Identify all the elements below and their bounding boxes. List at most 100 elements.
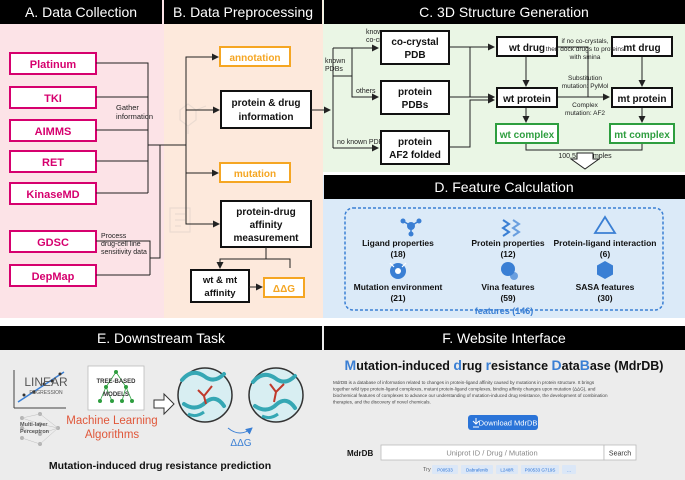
example-chip-0[interactable]: P00533 — [432, 465, 458, 474]
gather-note-line2: information — [116, 112, 153, 121]
wt-complex-label: wt complex — [499, 130, 555, 141]
example-chip-2[interactable]: L248R — [496, 465, 518, 474]
example-chip-4[interactable]: ... — [562, 465, 576, 474]
panel-e-title: E. Downstream Task — [97, 330, 226, 346]
search-input[interactable]: Uniprot ID / Drug / Mutation — [380, 444, 605, 461]
panel-e-header — [0, 326, 322, 350]
site-title-part-9: ase (MdrDB) — [590, 359, 664, 373]
panel-c-header — [324, 0, 685, 24]
panel-b-title: B. Data Preprocessing — [173, 4, 313, 20]
label-known-cocrystal-1: known — [366, 29, 386, 36]
wt-protein-label: wt protein — [502, 94, 551, 105]
panel-a-connectors — [96, 62, 178, 276]
example-chip-label-0: P00533 — [437, 468, 453, 473]
feature-protein-ligand-interaction-count: (6) — [600, 249, 611, 259]
arrow-to-wtmt — [216, 247, 267, 269]
example-chip-label-2: L248R — [500, 468, 514, 473]
feature-mutation-environment: Mutation environment — [354, 282, 443, 292]
label-others: others — [356, 88, 376, 95]
panel-c-title: C. 3D Structure Generation — [419, 4, 589, 20]
example-chip-label-3: P00533 G719S — [525, 468, 556, 473]
site-description-line2: together wild type protein-ligand comple… — [333, 387, 596, 392]
feature-protein-ligand-interaction: Protein-ligand interaction — [554, 238, 657, 248]
protein-icon — [501, 219, 521, 237]
source-list: Platinum TKI AIMMS RET KinaseMD GDSC Dep… — [9, 52, 97, 287]
mt-protein-box — [611, 87, 673, 108]
cocrystal-line2: PDB — [404, 50, 425, 61]
search-button[interactable]: Search — [603, 444, 637, 461]
process-note-line1: Process — [101, 233, 127, 240]
source-label-ret: RET — [42, 157, 64, 169]
mutation-icon — [389, 262, 407, 279]
panel-d-header — [324, 175, 685, 199]
process-note-line2: drug-cell line — [101, 241, 141, 248]
cocrystal-pdb-box — [380, 30, 450, 65]
panel-c-background — [323, 0, 685, 172]
download-label: Download MdrDB — [479, 419, 538, 428]
tree-models-illustration — [87, 365, 145, 411]
feature-sasa: SASA features — [576, 282, 635, 292]
wt-drug-label: wt drug — [508, 43, 545, 54]
panel-f-title: F. Website Interface — [442, 330, 566, 346]
linear-label: LINEAR — [24, 375, 68, 389]
example-chip-label-4: ... — [567, 468, 571, 473]
dock-branch — [557, 46, 589, 97]
mutation-label: mutation — [234, 169, 276, 180]
process-bracket — [96, 240, 151, 276]
ml-label-line2: Algorithms — [85, 429, 140, 441]
protein-af2-line1: protein — [398, 137, 432, 148]
panel-c-connectors — [332, 43, 646, 152]
vina-icon — [501, 262, 518, 280]
annotation-box — [219, 46, 291, 67]
site-description: MdrDB is a database of information relat… — [333, 380, 608, 405]
triangle-icon — [593, 215, 617, 234]
source-label-depmap: DepMap — [32, 271, 75, 283]
protein-pdbs-line1: protein — [398, 87, 432, 98]
protein-af2-line2: AF2 folded — [389, 150, 441, 161]
ddg-box — [263, 277, 305, 298]
dock-note-line2: then dock drugs to proteins — [546, 46, 625, 53]
protein-drug-info-box — [220, 90, 312, 129]
cocrystal-line1: co-crystal — [391, 37, 438, 48]
feature-sasa-count: (30) — [597, 293, 612, 303]
ddg-label: ΔΔG — [273, 284, 295, 295]
mlp-label-2: Perceptron — [20, 429, 50, 435]
site-title-part-2: d — [453, 357, 462, 373]
example-chip-3[interactable]: P00533 G719S — [521, 465, 559, 474]
try-label: Try — [423, 467, 431, 473]
example-chip-1[interactable]: Dabrafenib — [461, 465, 493, 474]
down-arrow-to-features — [569, 152, 601, 170]
site-description-line1: MdrDB is a database of information relat… — [333, 380, 595, 385]
site-title-part-6: D — [552, 357, 562, 373]
source-label-kinasemd: KinaseMD — [26, 189, 79, 201]
source-label-aimms: AIMMS — [35, 126, 72, 138]
feature-vina: Vina features — [481, 282, 535, 292]
arrow-to-affinity — [185, 173, 220, 228]
complex-note-line1: Complex — [572, 102, 598, 109]
panel-b-header — [164, 0, 322, 24]
site-title-part-7: ata — [562, 359, 581, 373]
arrow-to-protein-pdbs — [333, 75, 379, 101]
site-title-part-3: rug — [462, 359, 486, 373]
feature-protein-properties-count: (12) — [500, 249, 515, 259]
mlp-label-1: Multi-layer — [20, 422, 48, 428]
affinity-measurement-line2: affinity — [250, 220, 283, 231]
mt-drug-box — [611, 36, 673, 57]
download-button[interactable]: Download MdrDB — [468, 415, 538, 430]
mlp-illustration — [20, 412, 60, 446]
site-title-part-5: esistance — [491, 359, 551, 373]
linear-regression-illustration — [13, 370, 66, 409]
mt-protein-label: mt protein — [618, 94, 667, 105]
wt-mt-affinity-line2: affinity — [204, 288, 236, 299]
search-button-label: Search — [609, 451, 631, 458]
feature-protein-properties: Protein properties — [471, 238, 544, 248]
site-title: Mutation-induced drug resistance DataBas… — [345, 357, 664, 373]
label-known-pdbs-1: known — [325, 58, 345, 65]
samples-bracket — [525, 143, 643, 151]
panel-e-caption: Mutation-induced drug resistance predict… — [49, 460, 271, 472]
source-label-tki: TKI — [44, 93, 62, 105]
protein-drug-info-line1: protein & drug — [232, 98, 301, 109]
affinity-branch — [266, 258, 291, 268]
source-label-platinum: Platinum — [30, 59, 77, 71]
